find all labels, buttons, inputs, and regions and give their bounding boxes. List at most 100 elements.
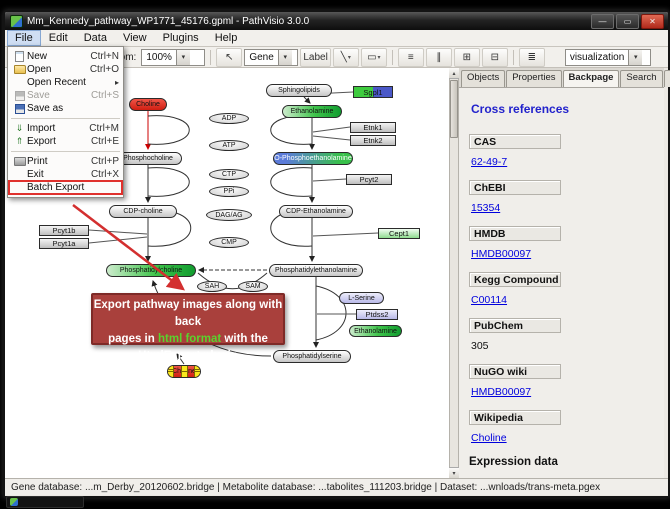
stack-button[interactable]: ≣ <box>518 47 545 67</box>
status-text: Gene database: ...m_Derby_20120602.bridg… <box>11 481 601 493</box>
canvas-vertical-scrollbar[interactable]: ▴ ▾ <box>449 68 459 478</box>
pathway-node-ppi[interactable]: PPi <box>209 186 249 197</box>
pathway-node-atp[interactable]: ATP <box>209 140 249 151</box>
pathway-node-cdp-ethanolamine[interactable]: CDP-Ethanolamine <box>279 205 353 218</box>
menu-help[interactable]: Help <box>214 32 238 44</box>
xref-link[interactable]: Choline <box>471 432 507 444</box>
scroll-up-icon[interactable]: ▴ <box>449 68 459 79</box>
chevron-down-icon[interactable]: ▾ <box>277 49 292 65</box>
pathway-node-ethanolamine[interactable]: Ethanolamine <box>282 105 342 118</box>
visualization-combobox[interactable]: visualization ▾ <box>564 48 651 66</box>
pathway-node-sah[interactable]: SAH <box>197 281 227 292</box>
label-tool-button[interactable]: Label <box>300 47 331 67</box>
scroll-down-icon[interactable]: ▾ <box>449 467 459 478</box>
node-label: CTP <box>222 171 236 178</box>
distribute-button[interactable]: ∥ <box>425 47 452 67</box>
file-menu-item-open-recent[interactable]: Open Recent▸ <box>9 76 122 89</box>
tab-properties[interactable]: Properties <box>506 70 562 87</box>
zoom-combobox[interactable]: 100% ▾ <box>141 48 206 66</box>
ungroup-button[interactable]: ⊟ <box>481 47 508 67</box>
xref-link[interactable]: HMDB00097 <box>471 386 532 398</box>
datanode-tool-button[interactable]: Gene ▾ <box>244 48 299 66</box>
node-label: ATP <box>222 142 236 149</box>
pathway-node-adp[interactable]: ADP <box>209 113 249 124</box>
node-label: Phosphatidylcholine <box>119 267 183 274</box>
selection-tool-button[interactable]: ↖ <box>216 47 243 67</box>
node-label: Choline <box>136 101 160 108</box>
xref-link[interactable]: HMDB00097 <box>471 248 532 260</box>
side-panel: ObjectsPropertiesBackpageSearchLegend Cr… <box>459 68 670 478</box>
maximize-button[interactable]: ▭ <box>616 13 639 29</box>
minimize-button[interactable]: — <box>591 13 614 29</box>
align-button[interactable]: ≡ <box>397 47 424 67</box>
tab-backpage[interactable]: Backpage <box>562 70 620 87</box>
pathway-node-ptdss2[interactable]: Ptdss2 <box>356 309 398 320</box>
pathway-node-dag-ag[interactable]: DAG/AG <box>206 209 252 221</box>
scrollbar-thumb[interactable] <box>450 80 458 138</box>
blank-icon: ⇓ <box>15 123 24 133</box>
pathway-node-choline[interactable]: Choline <box>129 98 167 111</box>
pathway-node-pcyt2[interactable]: Pcyt2 <box>346 174 392 185</box>
menu-view[interactable]: View <box>122 32 147 44</box>
pathway-node-ethanolamine[interactable]: Ethanolamine <box>349 325 402 337</box>
menu-file[interactable]: File <box>7 30 41 46</box>
pathway-node-pcyt1b[interactable]: Pcyt1b <box>39 225 89 236</box>
pathway-node-pcyt1a[interactable]: Pcyt1a <box>39 238 89 249</box>
pathway-node-etnk1[interactable]: Etnk1 <box>350 122 396 133</box>
group-button[interactable]: ⊞ <box>453 47 480 67</box>
pathway-node-l-serine[interactable]: L-Serine <box>339 292 384 304</box>
pathway-node-phosphocholine[interactable]: Phosphocholine <box>114 152 182 165</box>
shape-tool-button[interactable]: ▭▾ <box>360 47 387 67</box>
pathway-node-phosphatidylcholine[interactable]: Phosphatidylcholine <box>106 264 196 277</box>
status-bar: Gene database: ...m_Derby_20120602.bridg… <box>5 478 668 495</box>
pathway-node-choline[interactable]: Choline <box>167 365 201 378</box>
xref-source-name: PubChem <box>469 318 561 333</box>
callout-highlight: html format <box>157 333 222 345</box>
chevron-down-icon[interactable]: ▾ <box>175 49 190 65</box>
pathway-node-ctp[interactable]: CTP <box>209 169 249 180</box>
page-icon <box>12 51 27 62</box>
menu-item-label: Print <box>27 156 48 167</box>
menu-plugins[interactable]: Plugins <box>162 32 199 44</box>
node-label: Ptdss2 <box>365 310 389 319</box>
pathway-node-cmp[interactable]: CMP <box>209 237 249 248</box>
pathway-node-phosphatidylserine[interactable]: Phosphatidylserine <box>273 350 351 363</box>
close-button[interactable]: ✕ <box>641 13 664 29</box>
pathway-node-o-phosphoethanolamine[interactable]: O-Phosphoethanolamine <box>273 152 353 165</box>
pathway-node-phosphatidylethanolamine[interactable]: Phosphatidylethanolamine <box>269 264 363 277</box>
selection-handle[interactable] <box>181 371 188 377</box>
tab-objects[interactable]: Objects <box>461 70 506 87</box>
selection-handle[interactable] <box>194 371 200 377</box>
menu-item-label: Save <box>27 90 50 101</box>
tab-search[interactable]: Search <box>620 70 663 87</box>
pathway-node-cept1[interactable]: Cept1 <box>378 228 420 239</box>
menu-data[interactable]: Data <box>83 32 107 44</box>
pathway-node-etnk2[interactable]: Etnk2 <box>350 135 396 146</box>
chevron-down-icon[interactable]: ▾ <box>628 49 643 65</box>
xref-link[interactable]: C00114 <box>471 294 508 306</box>
visualization-value: visualization <box>569 51 625 63</box>
xref-link[interactable]: 62-49-7 <box>471 156 508 168</box>
pathway-node-cdp-choline[interactable]: CDP-choline <box>109 205 177 218</box>
tab-legend[interactable]: Legend <box>663 70 670 87</box>
title-bar[interactable]: Mm_Kennedy_pathway_WP1771_45176.gpml - P… <box>5 12 668 30</box>
pathway-node-sam[interactable]: SAM <box>238 281 268 292</box>
line-tool-button[interactable]: ╲▾ <box>332 47 359 67</box>
pathway-node-sgpl1[interactable]: Sgpl1 <box>353 86 393 98</box>
menu-edit[interactable]: Edit <box>48 32 68 44</box>
file-menu-item-batch-export[interactable]: Batch Export <box>8 180 123 195</box>
selection-handle[interactable] <box>168 371 174 377</box>
file-menu-item-save-as[interactable]: Save as <box>9 102 122 115</box>
xref-link[interactable]: 15354 <box>471 202 501 214</box>
pathway-node-sphingolipids[interactable]: Sphingolipids <box>266 84 332 97</box>
